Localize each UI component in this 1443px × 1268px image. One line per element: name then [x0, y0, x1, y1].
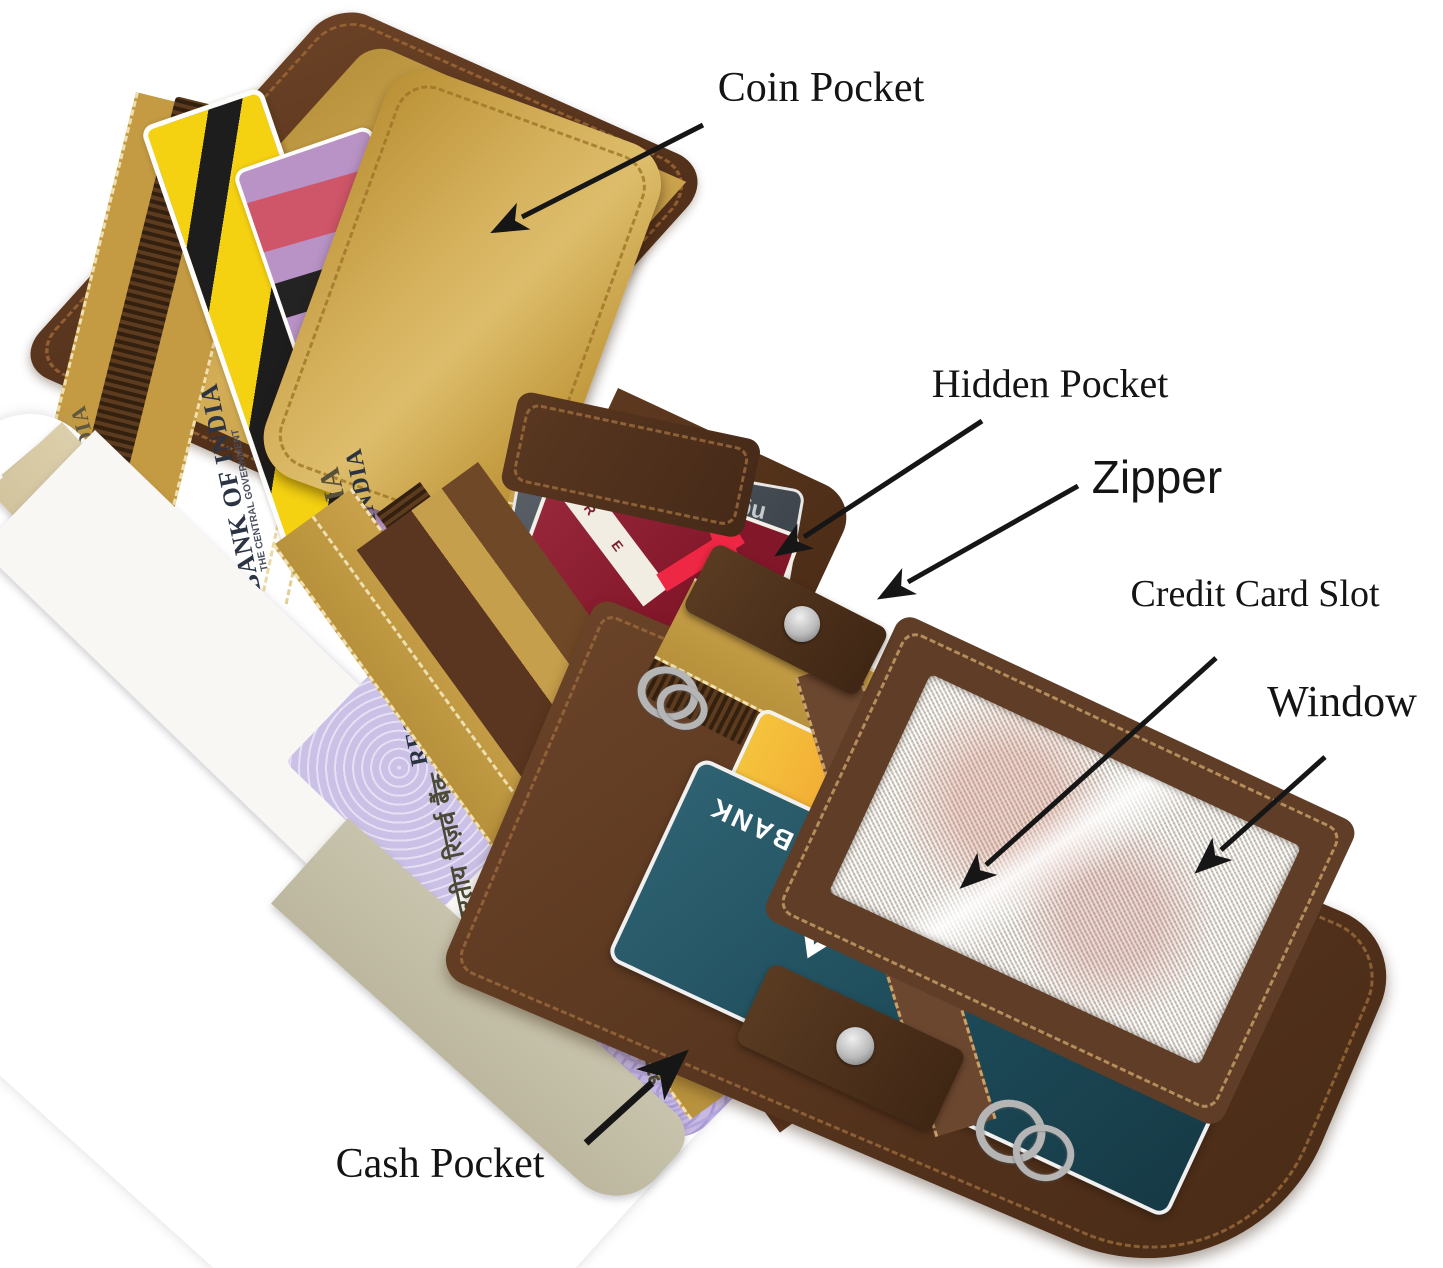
label-window: Window — [1267, 677, 1417, 726]
label-hidden-pocket: Hidden Pocket — [931, 361, 1169, 406]
snap-button — [777, 599, 827, 649]
label-credit-card-slot: Credit Card Slot — [1130, 573, 1380, 615]
snap-button — [830, 1020, 881, 1072]
label-zipper: Zipper — [1091, 451, 1223, 503]
label-coin-pocket: Coin Pocket — [717, 65, 925, 111]
label-cash-pocket: Cash Pocket — [335, 1141, 545, 1187]
